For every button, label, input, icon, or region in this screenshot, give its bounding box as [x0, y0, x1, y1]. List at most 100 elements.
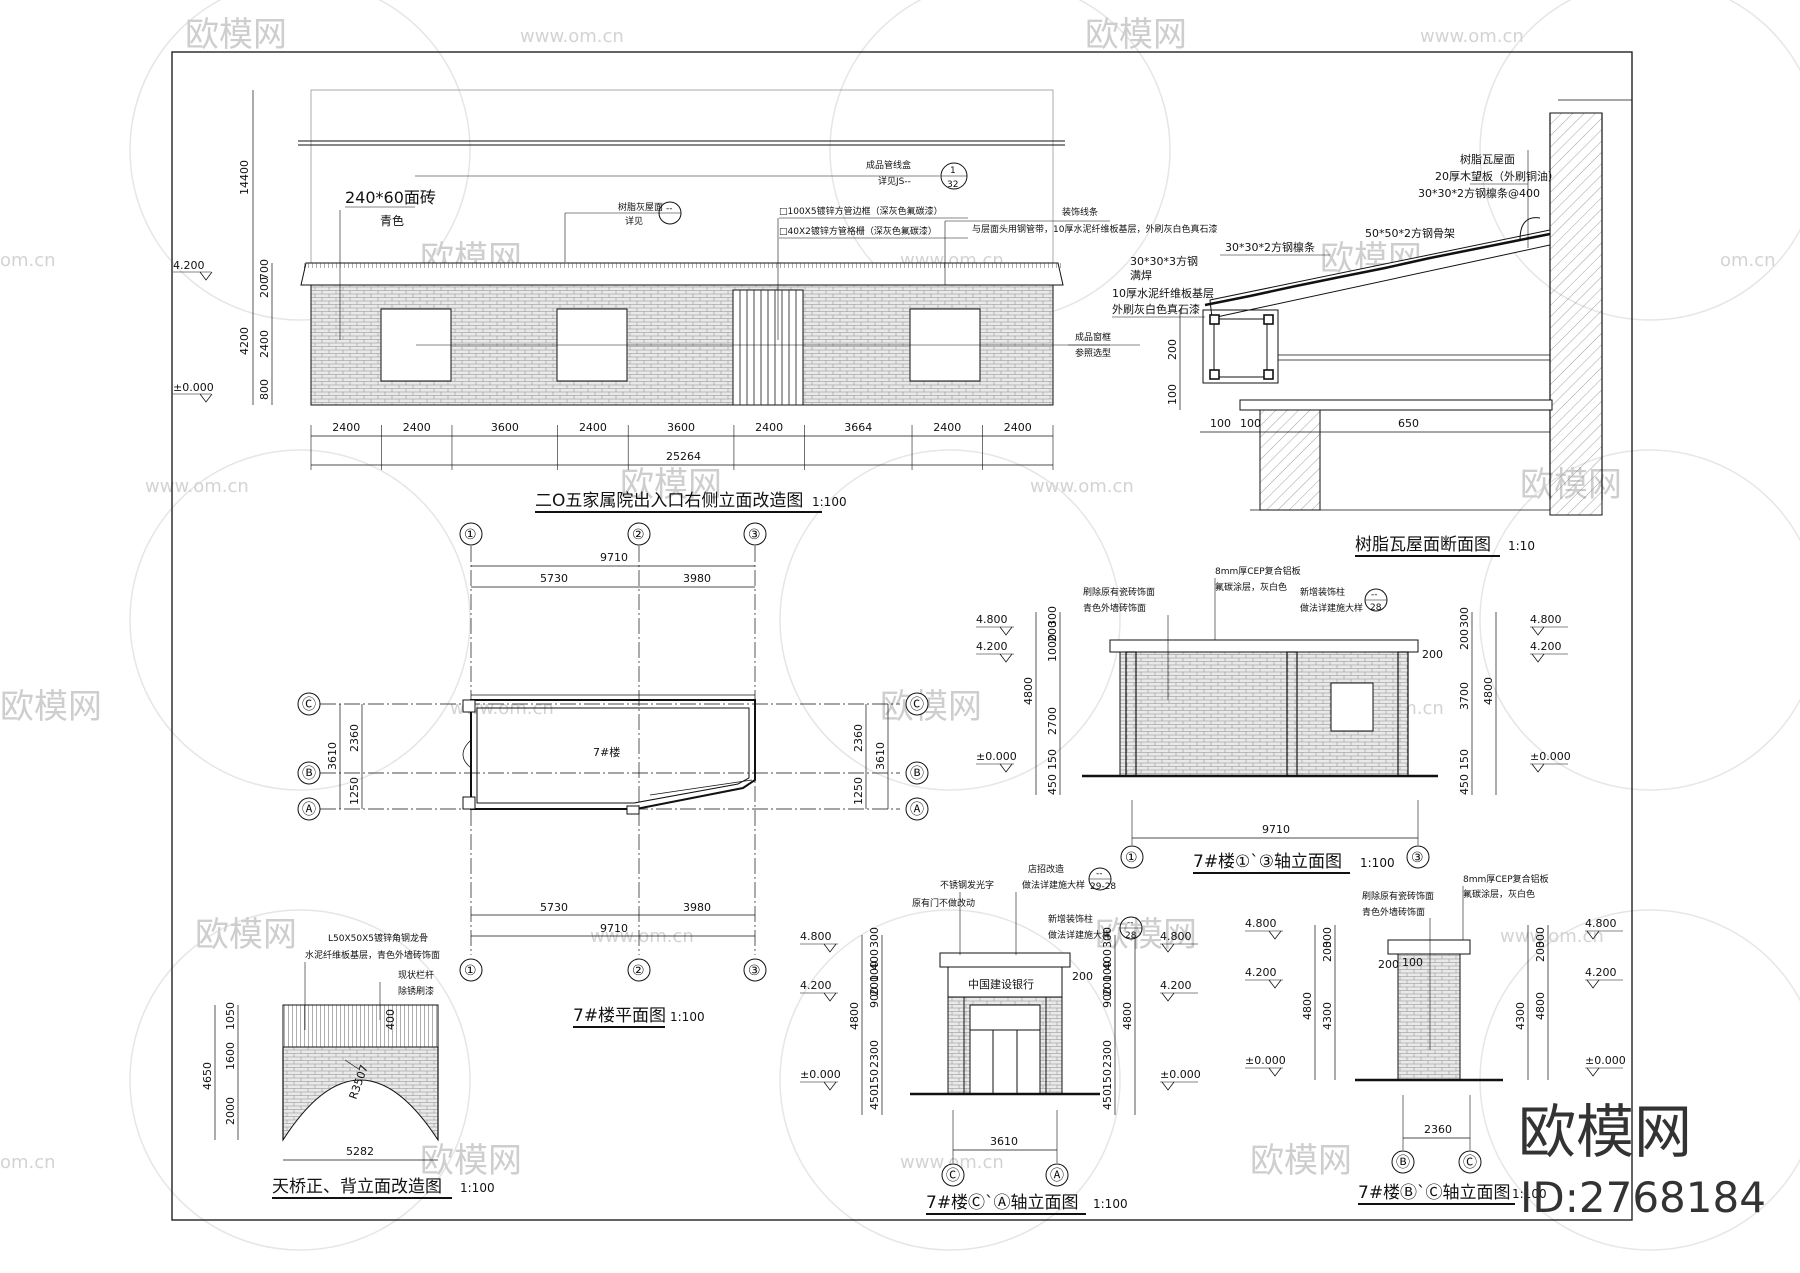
detail-ref-top: 1: [950, 166, 956, 176]
level-triangle: [1531, 626, 1545, 636]
roof-note: 外刷灰白色真石漆: [1112, 302, 1200, 316]
scale-label: 1:100: [1512, 1187, 1547, 1201]
dim-right: 300: [1458, 607, 1471, 628]
grid-label: Ⓑ: [302, 766, 316, 782]
dim-width: 2360: [1424, 1123, 1452, 1136]
note: 氟碳涂层，灰白色: [1215, 581, 1287, 593]
room-label: 7#楼: [593, 745, 620, 759]
scale-label: 1:100: [812, 495, 847, 509]
dimension-ticks: [310, 425, 1054, 470]
elevation-1-3: 8mm厚CEP复合铝板氟碳涂层，灰白色刷除原有瓷砖饰面青色外墙砖饰面新增装饰柱做…: [976, 565, 1571, 874]
dim-bottom: 2400: [403, 421, 431, 434]
note-window-2: 参照选型: [1075, 347, 1111, 359]
roof-note: 30*30*2方钢檩条: [1225, 240, 1315, 254]
level-triangle: [823, 992, 837, 1002]
dim-left: 1000: [1046, 634, 1059, 662]
watermark-brand: 欧模网: [0, 687, 102, 727]
watermark-brand: 欧模网: [1085, 15, 1187, 55]
watermark-url: www.om.cn: [1500, 926, 1604, 947]
dim-left: 2300: [868, 1040, 881, 1068]
dim-left: 4800: [848, 1002, 861, 1030]
dim-left: 450: [1046, 774, 1059, 795]
dim-roof: 100: [1210, 417, 1231, 430]
axis-bubble: Ⓐ: [1050, 1168, 1064, 1184]
roof-note: 10厚水泥纤维板基层: [1112, 286, 1214, 300]
level-mark: 4.200: [1160, 979, 1192, 992]
watermark-brand: 欧模网: [195, 915, 297, 955]
watermark-url: www.om.cn: [520, 26, 624, 47]
dim-roof: 650: [1398, 417, 1419, 430]
level-mark: 4.200: [800, 979, 832, 992]
level-triangle: [999, 763, 1013, 773]
sheet-frame: [171, 51, 1633, 1221]
dim-left: 14400: [238, 160, 251, 195]
signboard: [947, 966, 1063, 998]
watermark-url: www.om.cn: [1420, 26, 1524, 47]
grid-label: Ⓑ: [910, 766, 924, 782]
watermark-url: www.om.cn: [590, 926, 694, 947]
watermark-brand: 欧模网: [420, 1141, 522, 1181]
level-mark: ±0.000: [976, 750, 1017, 763]
eave-box: [1202, 309, 1279, 384]
scale-label: 1:100: [670, 1010, 705, 1024]
title-bridge: 天桥正、背立面改造图: [272, 1177, 442, 1197]
column: [1125, 651, 1137, 777]
dim-right: 200: [1534, 941, 1547, 962]
note: 做法详建施大样: [1048, 929, 1111, 941]
detail-ref-bottom: 28: [1125, 931, 1137, 941]
dim-plan-left: 3610: [326, 742, 339, 770]
watermark-brand: 欧模网: [185, 15, 287, 55]
level-triangle: [823, 943, 837, 953]
watermark-url: www.om.cn: [900, 1152, 1004, 1173]
resin-tile: [1204, 232, 1551, 307]
level-mark: ±0.000: [173, 381, 214, 394]
level-mark: ±0.000: [1245, 1054, 1286, 1067]
level-mark: 4.200: [976, 640, 1008, 653]
note: 刷除原有瓷砖饰面: [1362, 890, 1434, 902]
scale-label: 1:10: [1508, 539, 1535, 553]
dim-left: 700: [258, 259, 271, 280]
dim-total: 25264: [666, 450, 701, 463]
note-see-js: 详见JS--: [878, 175, 911, 187]
grid-bubble: [297, 797, 321, 821]
grid-bubble: [905, 797, 929, 821]
grid-bubble: [905, 692, 929, 716]
column: [1286, 651, 1298, 777]
dim-right: 200: [1101, 975, 1114, 996]
dim-bridge-total: 4650: [201, 1062, 214, 1090]
title-elev-c-a: 7#楼Ⓒ`Ⓐ轴立面图: [926, 1193, 1079, 1213]
wall-section: [1549, 112, 1603, 516]
dim-plan-top: 5730: [540, 572, 568, 585]
dim-bridge-width: 5282: [346, 1145, 374, 1158]
dim-200: 200: [1422, 648, 1443, 661]
dim-roof: 200: [1166, 339, 1179, 360]
grid-label: ②: [632, 963, 645, 979]
watermark-brand: 欧模网: [620, 465, 722, 505]
dim-roof: 100: [1166, 384, 1179, 405]
watermark-url: om.cn: [0, 1152, 56, 1173]
dim-plan-bottom: 9710: [600, 922, 628, 935]
title-roof-section: 树脂瓦屋面断面图: [1355, 535, 1491, 555]
level-mark: 4.800: [1245, 917, 1277, 930]
roof-note: 树脂瓦屋面: [1460, 152, 1515, 166]
level-triangle: [1531, 763, 1545, 773]
dim-right: 4300: [1514, 1002, 1527, 1030]
axis-bubble: ③: [1411, 850, 1424, 866]
grid-bubble: [459, 958, 483, 982]
level-triangle: [1586, 930, 1600, 940]
column-section: [1259, 404, 1321, 511]
dim-plan-top: 3980: [683, 572, 711, 585]
grid-label: Ⓐ: [910, 802, 924, 818]
dim-bottom: 3600: [667, 421, 695, 434]
watermark-brand: 欧模网: [1095, 915, 1197, 955]
note: L50X50X5镀锌角钢龙骨: [328, 932, 428, 944]
dim-right: 2300: [1101, 1040, 1114, 1068]
dim-right: 4800: [1534, 992, 1547, 1020]
level-triangle: [823, 1081, 837, 1091]
grid-label: ②: [632, 527, 645, 543]
note: 8mm厚CEP复合铝板: [1463, 873, 1549, 885]
dim-right: 900: [1101, 987, 1114, 1008]
level-triangle: [999, 653, 1013, 663]
dim-plan-right: 2360: [852, 724, 865, 752]
